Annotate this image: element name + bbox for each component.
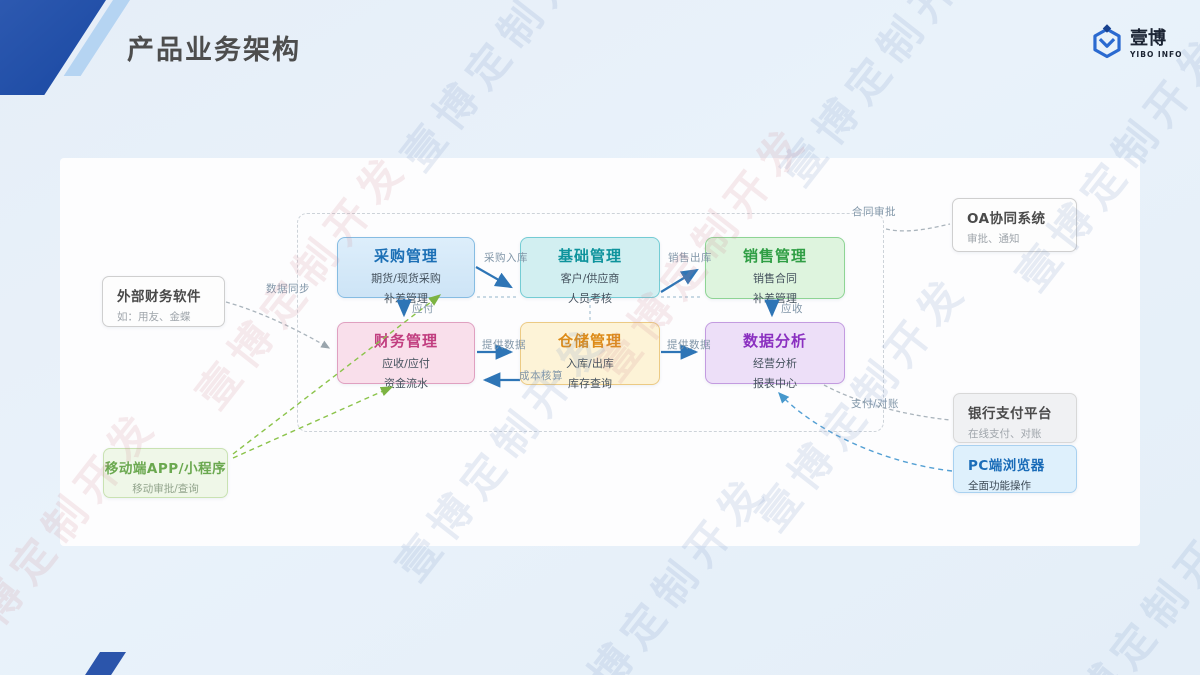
box-analysis-item: 报表中心 <box>753 377 797 390</box>
edge-label-payable: 应付 <box>412 303 434 315</box>
edge-label-receivable: 应收 <box>781 303 803 315</box>
box-analysis-title: 数据分析 <box>742 332 807 350</box>
box-procurement-item: 期货/现货采购 <box>371 272 441 285</box>
box-procurement-item: 补差管理 <box>384 292 428 305</box>
edge-label-contract-approval: 合同审批 <box>852 206 896 218</box>
edge-label-sales-out: 销售出库 <box>668 252 712 264</box>
box-pc-browser: PC端浏览器 全面功能操作 <box>953 445 1077 493</box>
box-pc-browser-title: PC端浏览器 <box>968 458 1045 474</box>
box-oa-system-subtitle: 审批、通知 <box>967 233 1020 245</box>
box-external-finance-title: 外部财务软件 <box>117 289 201 305</box>
box-procurement: 采购管理 期货/现货采购 补差管理 <box>337 237 475 305</box>
box-finance-item: 应收/应付 <box>382 357 430 370</box>
edge-label-provide-data-left: 提供数据 <box>482 339 526 351</box>
box-procurement-title: 采购管理 <box>373 247 438 265</box>
box-mobile-app: 移动端APP/小程序 移动审批/查询 <box>103 448 228 498</box>
edge-label-provide-data-right: 提供数据 <box>667 339 711 351</box>
box-oa-system-title: OA协同系统 <box>967 211 1046 227</box>
box-finance: 财务管理 应收/应付 资金流水 <box>337 322 475 390</box>
box-basic: 基础管理 客户/供应商 人员考核 <box>520 237 660 305</box>
logo-name: 壹博 <box>1130 27 1166 49</box>
box-mobile-app-title: 移动端APP/小程序 <box>104 461 227 477</box>
box-analysis-item: 经营分析 <box>753 357 797 370</box>
edge-label-payment-reconciliation: 支付/对账 <box>851 398 900 410</box>
box-basic-item: 客户/供应商 <box>560 272 620 285</box>
box-finance-item: 资金流水 <box>384 377 428 390</box>
box-pc-browser-subtitle: 全面功能操作 <box>968 480 1031 492</box>
edge-label-cost-accounting: 成本核算 <box>519 370 563 382</box>
box-sales-item: 销售合同 <box>753 272 797 285</box>
box-external-finance-subtitle: 如：用友、金蝶 <box>117 311 191 323</box>
box-warehouse-title: 仓储管理 <box>557 332 622 350</box>
box-mobile-app-subtitle: 移动审批/查询 <box>132 483 199 495</box>
box-warehouse-item: 入库/出库 <box>566 357 614 370</box>
box-warehouse: 仓储管理 入库/出库 库存查询 <box>520 322 660 390</box>
box-external-finance: 外部财务软件 如：用友、金蝶 <box>102 276 225 327</box>
box-sales-item: 补差管理 <box>753 292 797 305</box>
logo-subtitle: YIBO INFO <box>1130 49 1183 59</box>
box-oa-system: OA协同系统 审批、通知 <box>952 198 1077 252</box>
edge-label-purchase-in: 采购入库 <box>484 252 528 264</box>
box-bank-platform-title: 银行支付平台 <box>968 406 1052 422</box>
logo-cube-icon <box>1090 24 1124 64</box>
box-bank-platform: 银行支付平台 在线支付、对账 <box>953 393 1077 443</box>
box-bank-platform-subtitle: 在线支付、对账 <box>968 428 1042 440</box>
box-sales: 销售管理 销售合同 补差管理 <box>705 237 845 305</box>
edge-label-data-sync: 数据同步 <box>266 283 310 295</box>
bottom-accent-shape <box>85 652 126 675</box>
page-title: 产品业务架构 <box>127 35 301 66</box>
box-analysis: 数据分析 经营分析 报表中心 <box>705 322 845 390</box>
logo: 壹博 YIBO INFO <box>1090 24 1183 64</box>
box-basic-title: 基础管理 <box>557 247 622 265</box>
box-sales-title: 销售管理 <box>742 247 807 265</box>
watermark-text: 壹博定制开发 <box>392 0 623 180</box>
box-finance-title: 财务管理 <box>373 332 438 350</box>
box-basic-item: 人员考核 <box>568 292 612 305</box>
box-warehouse-item: 库存查询 <box>568 377 612 390</box>
